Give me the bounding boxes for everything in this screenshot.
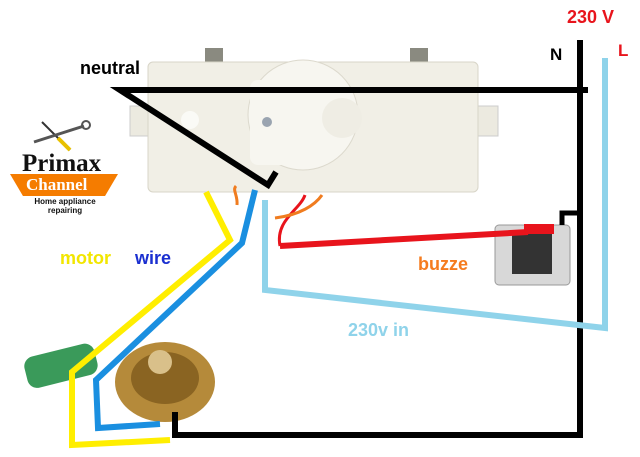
motor-yellow-wire — [69, 190, 234, 449]
wire-label: wire — [135, 248, 172, 268]
neutral-main-wire — [172, 40, 583, 438]
logo-title: Primax — [22, 150, 102, 177]
live-terminal-label: L — [618, 41, 629, 60]
timer-orange-wire — [274, 194, 324, 220]
neutral-label: neutral — [80, 58, 141, 78]
neutral-wire — [109, 87, 588, 190]
motor-blue-wire — [92, 189, 258, 432]
capacitor — [24, 343, 98, 388]
buzzer — [494, 224, 571, 286]
logo-band — [10, 174, 118, 196]
motor-label: motor — [60, 248, 111, 268]
timer-switch — [129, 48, 499, 193]
voltage-label: 230 V — [567, 7, 615, 27]
logo-channel: Channel — [26, 175, 88, 194]
buzzer-label: buzze — [418, 254, 469, 274]
neutral-terminal-label: N — [550, 45, 563, 64]
logo-subtitle-line2: repairing — [47, 206, 83, 215]
timer-red-wire — [277, 194, 307, 247]
input-label: 230v in — [348, 320, 410, 340]
tools-icon — [33, 120, 91, 152]
timer-orange-wire-2 — [233, 184, 239, 206]
buzzer-neutral-wire — [559, 210, 580, 225]
logo-subtitle: Home appliance repairing — [30, 197, 100, 215]
buzzer-red-wire — [279, 229, 529, 249]
motor — [115, 342, 215, 422]
logo-subtitle-line1: Home appliance — [34, 197, 96, 206]
live-wire — [262, 58, 608, 332]
screw-icon — [262, 117, 272, 127]
